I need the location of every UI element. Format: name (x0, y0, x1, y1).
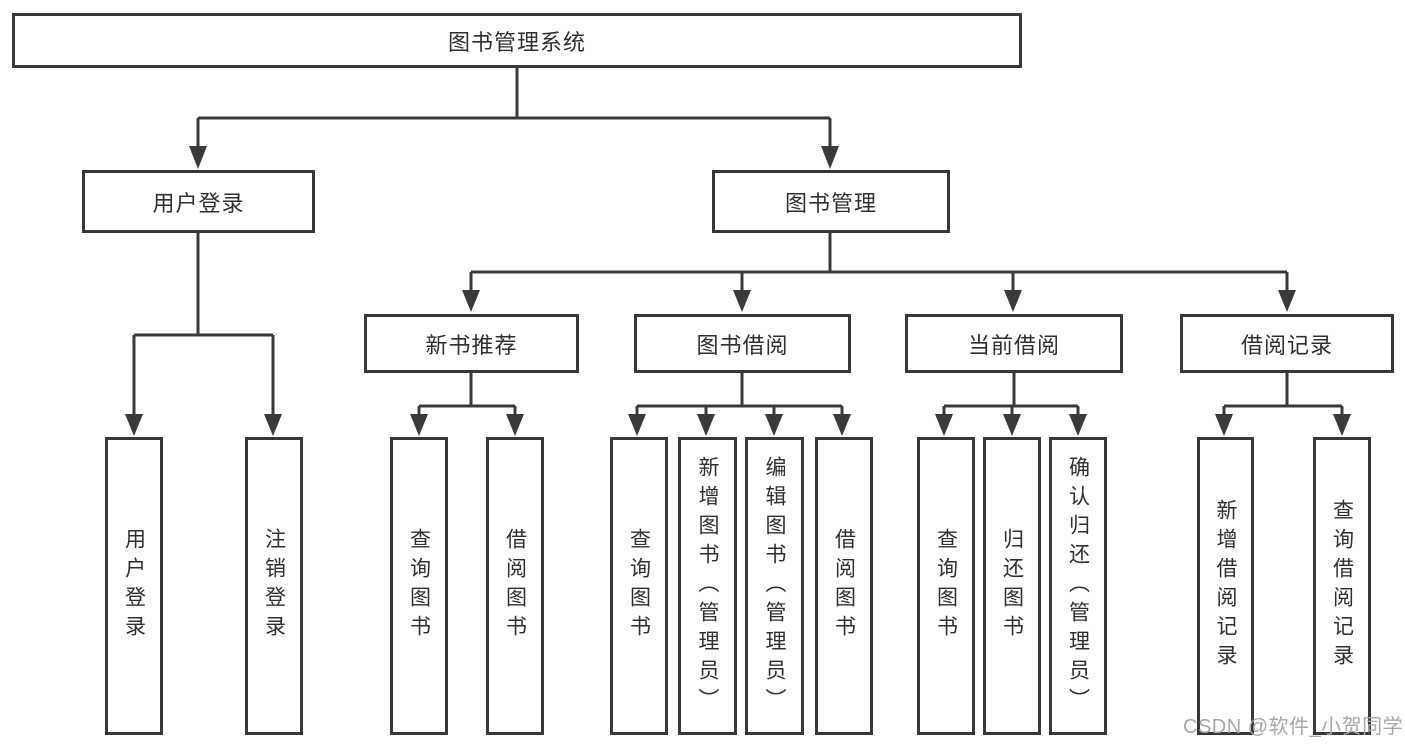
leaf-query-books-current: 查询图书 (917, 437, 975, 735)
leaf-query-books-current-label: 查询图书 (934, 528, 958, 644)
leaf-add-book-admin-label: 新增图书（管理员） (696, 455, 719, 717)
leaf-edit-book-admin: 编辑图书（管理员） (745, 437, 804, 735)
leaf-add-borrow-record: 新增借阅记录 (1197, 437, 1254, 735)
node-new-book-recommend: 新书推荐 (364, 314, 579, 373)
node-book-borrow-label: 图书借阅 (696, 332, 789, 358)
arrowheads (125, 146, 1351, 436)
node-new-book-recommend-label: 新书推荐 (425, 332, 518, 358)
connector-paths (132, 68, 1344, 416)
leaf-confirm-return-admin: 确认归还（管理员） (1049, 437, 1107, 735)
node-borrow-records: 借阅记录 (1180, 314, 1394, 373)
leaf-user-login-label: 用户登录 (122, 528, 146, 644)
node-current-borrow-label: 当前借阅 (967, 332, 1060, 358)
leaf-return-books-label: 归还图书 (1000, 528, 1024, 644)
leaf-query-books-recommend-label: 查询图书 (407, 528, 431, 644)
leaf-query-borrow-record-label: 查询借阅记录 (1330, 499, 1354, 673)
node-root-label: 图书管理系统 (447, 29, 586, 55)
node-borrow-records-label: 借阅记录 (1240, 332, 1333, 358)
node-user-login: 用户登录 (82, 170, 315, 233)
node-book-management-label: 图书管理 (784, 190, 877, 216)
leaf-add-book-admin: 新增图书（管理员） (678, 437, 737, 735)
leaf-query-borrow-record: 查询借阅记录 (1313, 437, 1371, 735)
leaf-user-login: 用户登录 (105, 437, 163, 735)
leaf-borrow-books-recommend: 借阅图书 (486, 437, 544, 735)
leaf-query-books-borrow-label: 查询图书 (627, 528, 651, 644)
leaf-return-books: 归还图书 (983, 437, 1041, 735)
node-book-management: 图书管理 (712, 170, 950, 233)
leaf-borrow-books-label: 借阅图书 (832, 528, 856, 644)
node-book-borrow: 图书借阅 (634, 314, 851, 373)
leaf-query-books-borrow: 查询图书 (610, 437, 668, 735)
leaf-borrow-books-recommend-label: 借阅图书 (503, 528, 527, 644)
leaf-edit-book-admin-label: 编辑图书（管理员） (763, 455, 786, 717)
leaf-add-borrow-record-label: 新增借阅记录 (1214, 499, 1237, 673)
leaf-query-books-recommend: 查询图书 (390, 437, 448, 735)
leaf-borrow-books: 借阅图书 (815, 437, 873, 735)
node-root-system: 图书管理系统 (12, 13, 1022, 68)
csdn-watermark: CSDN @软件_小贺同学 (1183, 716, 1404, 738)
node-user-login-label: 用户登录 (152, 190, 245, 216)
leaf-logout-label: 注销登录 (262, 528, 286, 644)
node-current-borrow: 当前借阅 (905, 314, 1123, 373)
leaf-logout: 注销登录 (245, 437, 303, 735)
leaf-confirm-return-admin-label: 确认归还（管理员） (1066, 455, 1090, 717)
